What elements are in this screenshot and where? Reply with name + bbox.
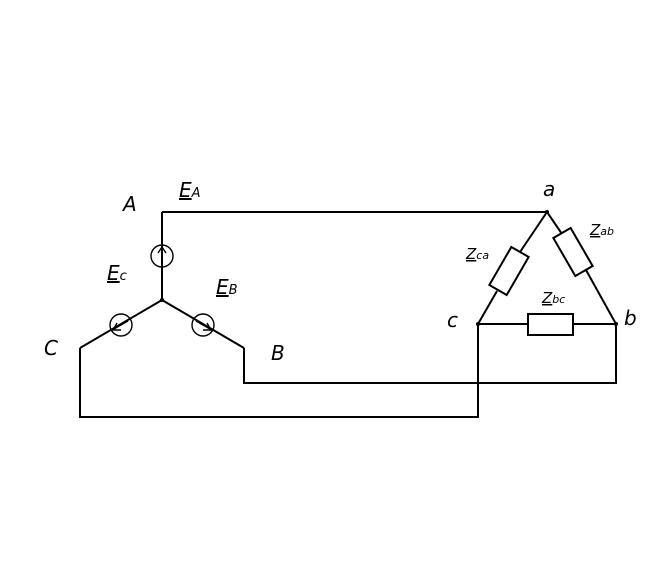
label-zca: Zca	[465, 245, 489, 263]
phase-b-branch	[161, 299, 245, 349]
delta-load	[476, 210, 618, 336]
impedance-zbc	[527, 313, 574, 336]
label-node-a: a	[543, 177, 555, 201]
phase-c-branch	[79, 299, 163, 349]
label-node-B: B	[271, 341, 285, 365]
label-zbc: Zbc	[541, 289, 565, 307]
node-b-dot	[614, 322, 618, 326]
label-node-C: C	[44, 336, 58, 360]
node-c-dot	[476, 322, 480, 326]
line-b-wire	[243, 324, 617, 384]
emf-source-a	[150, 244, 174, 268]
label-ea: EA	[179, 178, 201, 202]
node-a-dot	[545, 210, 549, 214]
neutral-point	[160, 298, 164, 302]
label-zab: Zab	[589, 221, 614, 239]
impedance-zab	[551, 226, 595, 278]
label-eb: EB	[216, 275, 238, 299]
label-node-c: c	[447, 308, 458, 332]
label-node-A: A	[121, 192, 137, 216]
impedance-zca	[487, 245, 531, 297]
emf-source-c	[109, 313, 133, 337]
line-c-wire	[79, 324, 479, 418]
emf-source-b	[191, 313, 215, 337]
star-generator	[79, 212, 245, 349]
label-node-b: b	[624, 306, 637, 330]
label-ec: Ec	[107, 261, 127, 285]
